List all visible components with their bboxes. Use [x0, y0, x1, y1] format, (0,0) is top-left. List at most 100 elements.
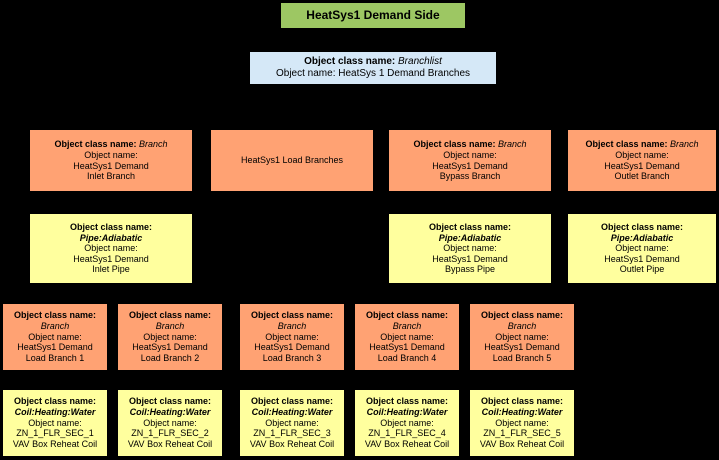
node-pipe-inlet[interactable]: Object class name: Pipe:Adiabatic Object… [30, 214, 192, 283]
name-label: Object name: [615, 243, 669, 254]
class-label: Object class name: [304, 56, 399, 68]
name-line-2: VAV Box Reheat Coil [364, 438, 450, 449]
class-value: Branch [392, 321, 422, 332]
name-line-1: ZN_1_FLR_SEC_2 [131, 428, 209, 439]
name-line-1: HeatSys1 Demand [73, 253, 149, 264]
class-label: Object class name: [480, 396, 564, 407]
class-value: Branch [40, 321, 70, 332]
class-value: Branch [277, 321, 307, 332]
class-value: Branch [670, 139, 699, 150]
name-line-1: HeatSys1 Demand [132, 342, 208, 353]
class-label: Object class name: [13, 310, 97, 321]
class-value: Coil:Heating:Water [14, 407, 96, 418]
name-line-2: Outlet Pipe [619, 264, 665, 275]
class-value: Branch [507, 321, 537, 332]
name-label: Object name: [265, 417, 319, 428]
group-label: HeatSys1 Load Branches [240, 155, 344, 166]
node-branch-bypass[interactable]: Object class name: Branch Object name: H… [389, 130, 551, 191]
node-name-line: Object name: HeatSys 1 Demand Branches [276, 68, 470, 80]
diagram-title-box[interactable]: HeatSys1 Demand Side [281, 3, 465, 28]
class-value: Pipe:Adiabatic [610, 232, 674, 243]
name-line-1: HeatSys1 Demand [432, 253, 508, 264]
class-label: Object class name: [585, 139, 670, 150]
class-value: Pipe:Adiabatic [79, 232, 143, 243]
name-line-2: Inlet Pipe [92, 264, 130, 275]
name-line-1: HeatSys1 Demand [604, 253, 680, 264]
node-branch-outlet[interactable]: Object class name: Branch Object name: H… [568, 130, 716, 191]
name-label: Object name: [143, 331, 197, 342]
class-value: Branch [498, 139, 527, 150]
name-line-1: HeatSys1 Demand [369, 342, 445, 353]
class-label: Object class name: [128, 310, 212, 321]
node-load-branch-5[interactable]: Object class name: Branch Object name: H… [470, 304, 574, 370]
name-value: HeatSys 1 Demand Branches [338, 68, 470, 79]
class-value: Coil:Heating:Water [366, 407, 448, 418]
class-label: Object class name: [428, 221, 512, 232]
node-pipe-outlet[interactable]: Object class name: Pipe:Adiabatic Object… [568, 214, 716, 283]
class-value: Coil:Heating:Water [251, 407, 333, 418]
name-line-1: ZN_1_FLR_SEC_3 [253, 428, 331, 439]
name-line-1: HeatSys1 Demand [73, 160, 149, 171]
node-load-branch-4[interactable]: Object class name: Branch Object name: H… [355, 304, 459, 370]
name-line-2: Load Branch 1 [25, 352, 85, 363]
name-line-2: Load Branch 4 [377, 352, 437, 363]
class-label: Object class name: [480, 310, 564, 321]
name-line-2: Outlet Branch [614, 171, 670, 182]
node-class-line: Object class name: Branch [585, 139, 698, 150]
name-line-2: Bypass Pipe [444, 264, 496, 275]
name-label: Object name: [143, 417, 197, 428]
name-label: Object name: [265, 331, 319, 342]
class-label: Object class name: [600, 221, 684, 232]
node-coil-5[interactable]: Object class name: Coil:Heating:Water Ob… [470, 390, 574, 456]
name-line-1: HeatSys1 Demand [17, 342, 93, 353]
class-value: Coil:Heating:Water [129, 407, 211, 418]
name-line-2: Load Branch 3 [262, 352, 322, 363]
node-class-line: Object class name: Branch [413, 139, 526, 150]
class-label: Object class name: [69, 221, 153, 232]
name-line-1: HeatSys1 Demand [432, 160, 508, 171]
node-coil-2[interactable]: Object class name: Coil:Heating:Water Ob… [118, 390, 222, 456]
page-title: HeatSys1 Demand Side [306, 8, 440, 23]
name-line-2: Load Branch 5 [492, 352, 552, 363]
name-label: Object name: [84, 149, 138, 160]
name-line-1: ZN_1_FLR_SEC_4 [368, 428, 446, 439]
name-label: Object name: [28, 331, 82, 342]
name-label: Object name: [443, 243, 497, 254]
node-load-branch-1[interactable]: Object class name: Branch Object name: H… [3, 304, 107, 370]
name-line-1: HeatSys1 Demand [604, 160, 680, 171]
name-line-1: HeatSys1 Demand [484, 342, 560, 353]
class-label: Object class name: [54, 139, 139, 150]
class-label: Object class name: [365, 396, 449, 407]
class-value: Branch [155, 321, 185, 332]
node-coil-1[interactable]: Object class name: Coil:Heating:Water Ob… [3, 390, 107, 456]
node-load-branch-3[interactable]: Object class name: Branch Object name: H… [240, 304, 344, 370]
class-value: Pipe:Adiabatic [438, 232, 502, 243]
node-coil-3[interactable]: Object class name: Coil:Heating:Water Ob… [240, 390, 344, 456]
name-label: Object name: [28, 417, 82, 428]
name-label: Object name: [615, 149, 669, 160]
node-branch-inlet[interactable]: Object class name: Branch Object name: H… [30, 130, 192, 191]
node-coil-4[interactable]: Object class name: Coil:Heating:Water Ob… [355, 390, 459, 456]
name-line-2: VAV Box Reheat Coil [479, 438, 565, 449]
name-line-1: HeatSys1 Demand [254, 342, 330, 353]
name-label: Object name: [84, 243, 138, 254]
class-label: Object class name: [250, 396, 334, 407]
class-value: Branchlist [398, 56, 442, 68]
node-load-branches-group[interactable]: HeatSys1 Load Branches [211, 130, 373, 191]
name-label: Object name: [443, 149, 497, 160]
node-pipe-bypass[interactable]: Object class name: Pipe:Adiabatic Object… [389, 214, 551, 283]
node-load-branch-2[interactable]: Object class name: Branch Object name: H… [118, 304, 222, 370]
name-line-1: ZN_1_FLR_SEC_1 [16, 428, 94, 439]
name-line-2: VAV Box Reheat Coil [249, 438, 335, 449]
name-line-2: Load Branch 2 [140, 352, 200, 363]
name-line-2: VAV Box Reheat Coil [12, 438, 98, 449]
class-label: Object class name: [365, 310, 449, 321]
node-class-line: Object class name: Branch [54, 139, 167, 150]
name-label: Object name: [380, 331, 434, 342]
name-label: Object name: [380, 417, 434, 428]
node-branchlist[interactable]: Object class name: Branchlist Object nam… [250, 52, 496, 84]
class-label: Object class name: [413, 139, 498, 150]
name-line-1: ZN_1_FLR_SEC_5 [483, 428, 561, 439]
class-label: Object class name: [250, 310, 334, 321]
